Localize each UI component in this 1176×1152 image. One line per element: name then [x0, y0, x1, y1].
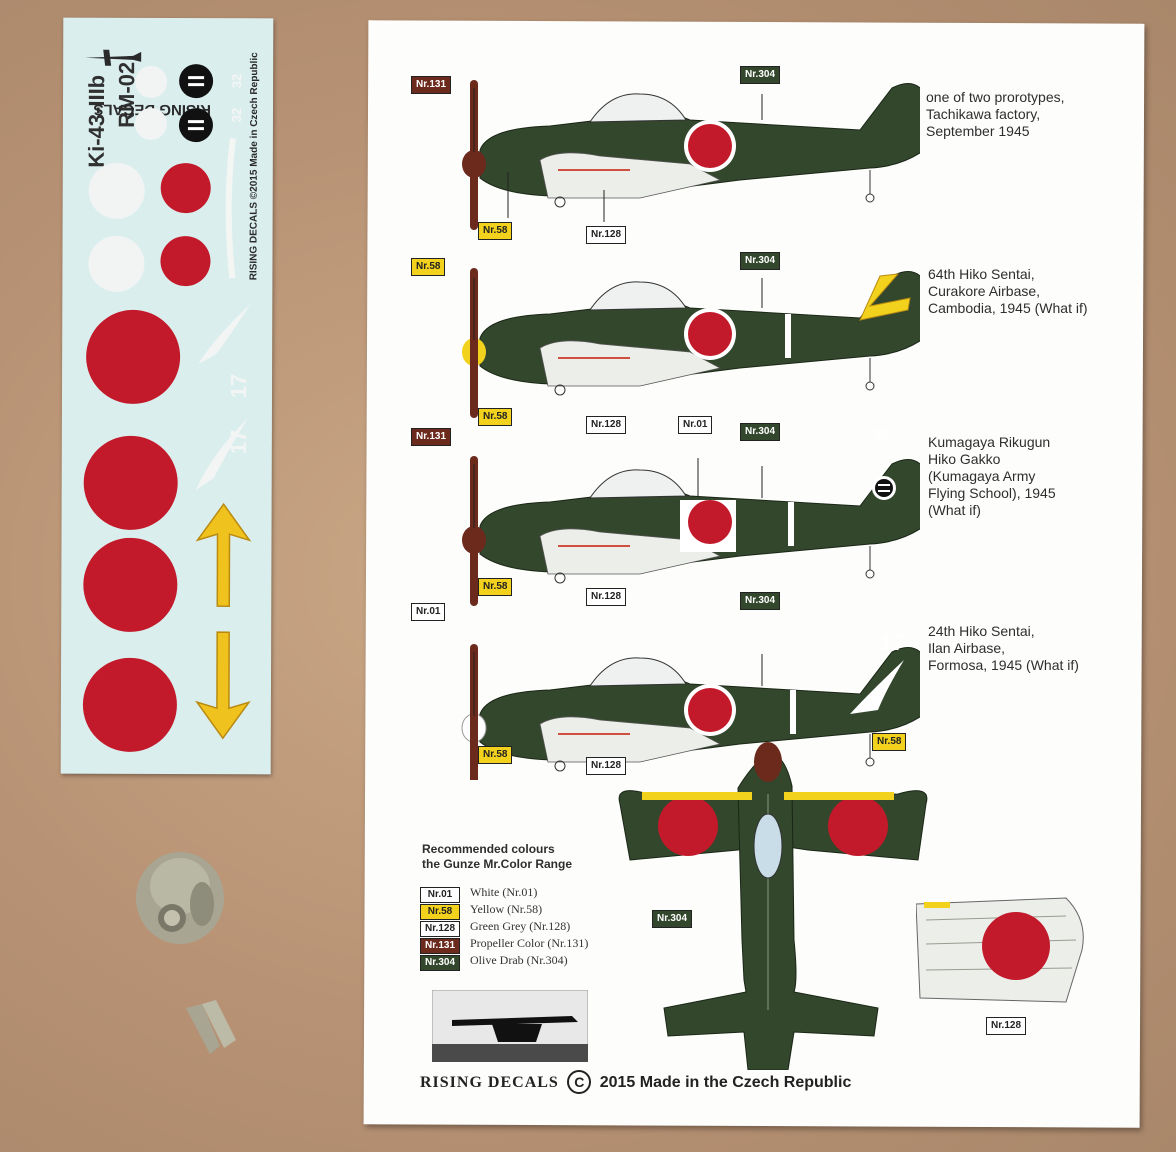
profile-caption: 24th Hiko Sentai, Ilan Airbase, Formosa,…: [928, 623, 1079, 673]
colour-tag: Nr.58: [478, 578, 513, 596]
colour-tag: Nr.128: [986, 1017, 1027, 1035]
profile-caption: one of two prorotypes, Tachikawa factory…: [926, 89, 1065, 139]
aircraft-silhouette-icon: [85, 49, 142, 66]
footer-text: 2015 Made in the Czech Republic: [599, 1074, 852, 1091]
decal-number: 32: [229, 73, 245, 89]
white-roundel: [88, 162, 145, 219]
colour-tag: Nr.01: [678, 416, 713, 434]
profile-caption: 64th Hiko Sentai, Curakore Airbase, Camb…: [928, 266, 1088, 316]
yellow-arrow-decals: [195, 502, 252, 740]
colour-tag: Nr.128: [586, 757, 627, 775]
colour-tag: Nr.131: [411, 76, 452, 94]
profile-3: [462, 456, 920, 606]
colour-tag: Nr.58: [478, 746, 513, 764]
decal-title: Ki-43-IIIb: [83, 74, 110, 168]
colour-tag: Nr.58: [872, 733, 907, 751]
decal-copyright: RISING DECALS ©2015 Made in Czech Republ…: [248, 52, 261, 281]
wing-underside-detail: [916, 897, 1084, 1003]
decal-number: 17: [225, 373, 252, 399]
profile-caption: Kumagaya Rikugun Hiko Gakko (Kumagaya Ar…: [928, 434, 1056, 518]
aircraft-planform: [618, 742, 928, 1070]
flying-boat-photo: [432, 990, 588, 1062]
profile-4: [461, 644, 920, 780]
footer-brand: RISING DECALS: [420, 1074, 559, 1091]
aircraft-profiles: [461, 80, 920, 780]
colour-tag: Nr.131: [411, 428, 452, 446]
decal-number: 32: [228, 107, 245, 123]
white-roundel-small: [134, 107, 168, 140]
colour-tag: Nr.304: [740, 592, 781, 610]
school-emblem: [179, 64, 214, 99]
decal-number: 17: [225, 429, 251, 455]
tail-number: 32: [874, 426, 890, 442]
tail-number: 17: [880, 630, 905, 655]
hinomaru-large: [85, 309, 181, 405]
colour-tag: Nr.58: [478, 222, 513, 240]
colour-tag: Nr.128: [586, 588, 627, 606]
school-emblem: [178, 108, 214, 143]
colour-tag: Nr.58: [478, 408, 513, 426]
profile-1: [462, 80, 920, 230]
hinomaru-medium: [160, 235, 211, 287]
colour-tag: Nr.304: [740, 252, 781, 270]
hinomaru-large: [83, 435, 178, 531]
white-tail-marking: [195, 418, 248, 491]
decal-sheet: Ki-43-IIIb RM-02 RISING DECALS RISING DE…: [60, 17, 274, 775]
colour-tag: Nr.01: [411, 603, 446, 621]
colour-tag: Nr.58: [411, 258, 446, 276]
copyright-icon: C: [567, 1070, 592, 1094]
colour-tag: Nr.304: [740, 423, 781, 441]
resin-small-part: [186, 1000, 236, 1054]
profile-2: [462, 268, 920, 418]
hinomaru-large: [82, 657, 178, 753]
white-roundel: [88, 235, 145, 292]
hinomaru-medium: [160, 162, 211, 214]
colour-tag: Nr.128: [586, 226, 627, 244]
hinomaru-large: [83, 537, 178, 633]
colour-tag: Nr.304: [740, 66, 781, 84]
resin-cowling-part: [136, 852, 224, 944]
white-tail-marking: [198, 304, 251, 365]
colour-tag: Nr.128: [586, 416, 627, 434]
white-stripe-decal: [225, 138, 236, 279]
legend-title: Recommended colours the Gunze Mr.Color R…: [422, 842, 573, 871]
white-roundel-small: [135, 65, 168, 98]
colour-tag: Nr.304: [652, 910, 693, 928]
footer: RISING DECALS C 2015 Made in the Czech R…: [420, 1070, 851, 1094]
